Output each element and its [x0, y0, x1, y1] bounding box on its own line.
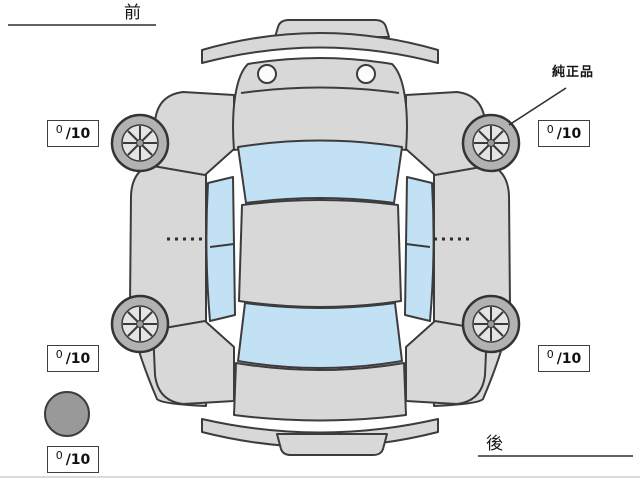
tread-score-max: /10 [65, 350, 91, 367]
rear-label: 後 [486, 434, 503, 454]
side-glass-right [404, 176, 435, 322]
side-glass-left-seam [209, 243, 235, 248]
tread-score-value: 0 [546, 348, 554, 361]
front-bumper [201, 32, 439, 64]
wheel-front-left [110, 113, 170, 173]
tread-score-value: 0 [55, 123, 63, 136]
windshield-glass [237, 139, 403, 204]
tread-score-max: /10 [65, 125, 91, 142]
wheel-rear-right [461, 294, 521, 354]
tread-score-rear-right: 0 /10 [538, 345, 590, 372]
wheel-rear-left [110, 294, 170, 354]
tread-score-value: 0 [546, 123, 554, 136]
car-glass [205, 139, 435, 369]
genuine-part-label: 純正品 [552, 65, 595, 80]
tread-score-value: 0 [55, 449, 63, 462]
fender-rear-right [405, 320, 488, 405]
spare-tire-circle [44, 391, 90, 437]
front-label: 前 [124, 3, 141, 23]
tread-score-max: /10 [556, 350, 582, 367]
hood-detail-left [257, 64, 277, 84]
tread-score-rear-left: 0 /10 [47, 345, 99, 372]
fender-front-left [152, 91, 235, 176]
hood-detail-right [356, 64, 376, 84]
rear-bottom-panel [276, 433, 388, 456]
tread-score-front-right: 0 /10 [538, 120, 590, 147]
car-center-body [201, 19, 439, 456]
tread-score-value: 0 [55, 348, 63, 361]
rear-window-glass [237, 302, 403, 369]
roof-panel [238, 199, 402, 308]
genuine-part-pointer-line [508, 87, 567, 126]
tread-score-max: /10 [65, 451, 91, 468]
tread-score-front-left: 0 /10 [47, 120, 99, 147]
fender-rear-left [152, 320, 235, 405]
hood-seam-line [240, 86, 400, 94]
spare-tire-icon [44, 391, 90, 437]
tread-score-max: /10 [556, 125, 582, 142]
side-glass-left [205, 176, 236, 322]
side-glass-right-seam [405, 243, 431, 248]
trunk-panel [233, 362, 407, 422]
tread-score-spare: 0 /10 [47, 446, 99, 473]
